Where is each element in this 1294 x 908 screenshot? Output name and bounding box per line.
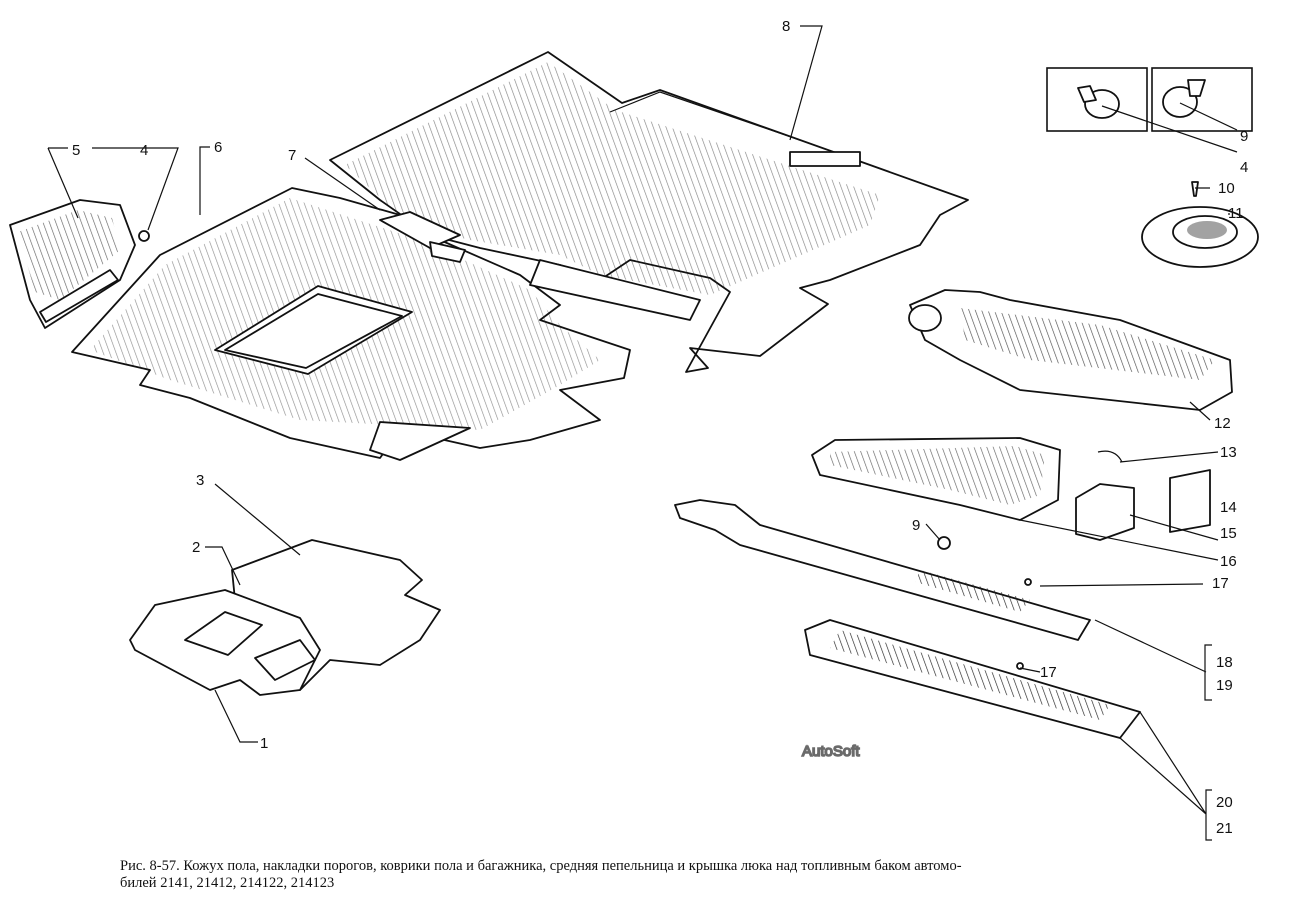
caption-line-1: Рис. 8-57. Кожух пола, накладки порогов,… [120, 858, 962, 874]
sill-plate-parts-20-21 [804, 619, 1141, 739]
callout-4-right: 4 [1240, 159, 1248, 176]
callout-17-lower: 17 [1040, 664, 1057, 681]
center-console-part-12 [908, 289, 1233, 411]
watermark-autosoft: AutoSoft [802, 743, 860, 760]
callout-5: 5 [72, 142, 80, 159]
callout-11: 11 [1228, 205, 1244, 222]
callout-9-mid: 9 [912, 517, 920, 534]
callout-6: 6 [214, 139, 222, 156]
callout-9-top: 9 [1240, 128, 1248, 145]
ashtray-assembly-parts-13-16 [811, 437, 1211, 550]
fuel-tank-hatch-cover-part-11 [1141, 181, 1259, 268]
callout-15: 15 [1220, 525, 1237, 542]
callout-4-left: 4 [140, 142, 148, 159]
caption-line-2: билей 2141, 21412, 214122, 214123 [120, 875, 335, 891]
tunnel-strip-part-7 [379, 211, 701, 321]
callout-19: 19 [1216, 677, 1233, 694]
fastener-inset-boxes [1046, 67, 1253, 132]
trunk-floor-mat-part-8 [329, 51, 969, 373]
callout-10: 10 [1218, 180, 1235, 197]
leader-lines [47, 25, 1238, 841]
callout-8: 8 [782, 18, 790, 35]
front-floor-mat-part-6 [71, 187, 631, 461]
callout-13: 13 [1220, 444, 1237, 461]
callout-16: 16 [1220, 553, 1237, 570]
side-trim-panel-part-5 [9, 199, 150, 329]
callout-21: 21 [1216, 820, 1233, 837]
callout-14: 14 [1220, 499, 1237, 516]
callout-7: 7 [288, 147, 296, 164]
callout-17-upper: 17 [1212, 575, 1229, 592]
callout-18: 18 [1216, 654, 1233, 671]
callout-1: 1 [260, 735, 268, 752]
callout-2: 2 [192, 539, 200, 556]
sill-plate-parts-18-19 [674, 499, 1091, 641]
floor-cover-parts-1-3 [129, 539, 441, 696]
figure-caption: Рис. 8-57. Кожух пола, накладки порогов,… [120, 858, 1180, 892]
callout-3: 3 [196, 472, 204, 489]
callout-20: 20 [1216, 794, 1233, 811]
callout-12: 12 [1214, 415, 1231, 432]
callout-labels: 5 4 6 7 8 3 2 1 9 4 10 11 12 13 14 15 9 … [72, 18, 1248, 837]
